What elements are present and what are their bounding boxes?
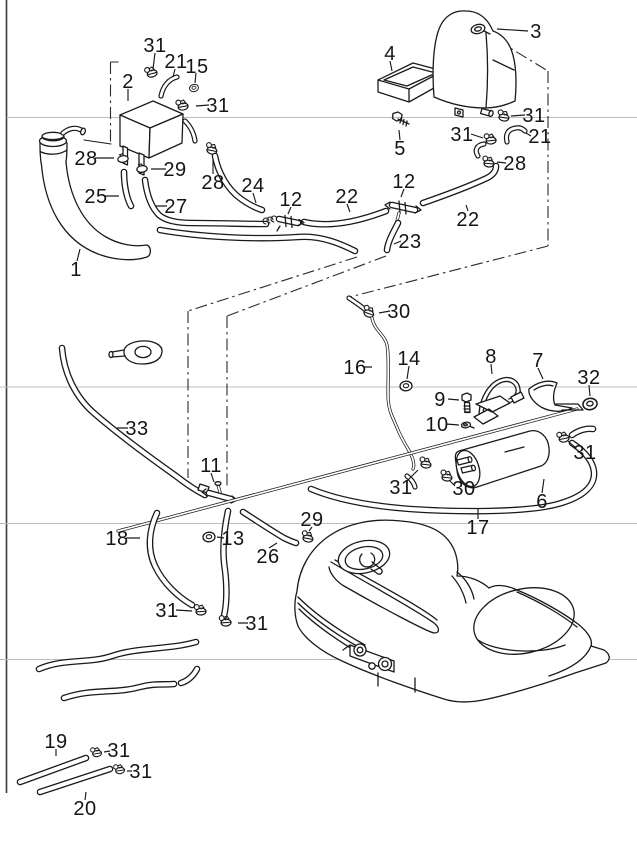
filler-hose-1 <box>40 161 152 261</box>
callout-label-31-47: 31 <box>129 761 152 783</box>
callout-label-25-7: 25 <box>84 186 107 208</box>
callout-label-30-24: 30 <box>387 301 410 323</box>
hose-clamp-28 <box>481 155 496 168</box>
callout-label-28-5: 28 <box>74 148 97 170</box>
callout-label-14-26: 14 <box>397 348 420 370</box>
filler-neck <box>39 142 68 166</box>
vent-flange <box>108 340 163 365</box>
tank-right-dome <box>473 587 575 655</box>
canister-6 <box>454 430 550 489</box>
callout-label-17-34: 17 <box>466 517 489 539</box>
callout-label-8-29: 8 <box>485 346 497 368</box>
hose-clamp-31 <box>218 614 232 628</box>
callout-label-13-39: 13 <box>221 528 244 550</box>
callout-label-22-20: 22 <box>335 186 358 208</box>
callout-label-29-6: 29 <box>163 159 186 181</box>
callout-label-31-44: 31 <box>245 613 268 635</box>
filler-neck-and-hose <box>38 125 152 261</box>
callout-label-3-13: 3 <box>530 21 542 43</box>
washer-10 <box>460 421 475 429</box>
callout-label-7-30: 7 <box>532 350 544 372</box>
bolt-5 <box>391 111 403 122</box>
callout-label-22-21: 22 <box>456 209 479 231</box>
callout-label-31-0: 31 <box>143 35 166 57</box>
callout-label-31-43: 31 <box>155 600 178 622</box>
callout-label-31-16: 31 <box>522 105 545 127</box>
callout-label-15-2: 15 <box>185 56 208 78</box>
hose-clamp-31 <box>193 603 207 617</box>
expansion-tank-assembly <box>156 10 528 255</box>
grommet-15 <box>188 83 200 93</box>
callout-label-31-18: 31 <box>450 124 473 146</box>
pipe-16 <box>370 316 416 471</box>
callout-label-1-12: 1 <box>70 259 82 281</box>
callout-label-2-3: 2 <box>122 71 134 93</box>
tank-cap <box>470 23 486 35</box>
hose-clamp-31 <box>89 745 103 759</box>
grommet-14 <box>398 379 414 393</box>
callout-label-31-36: 31 <box>389 477 412 499</box>
fuel-tank <box>294 519 610 703</box>
vent-box-assembly <box>116 64 270 228</box>
middle-vent-lines <box>58 295 416 504</box>
callout-label-31-32: 31 <box>573 442 596 464</box>
hose-clamp-31 <box>418 456 433 470</box>
callout-label-27-8: 27 <box>164 196 187 218</box>
expansion-tank-3 <box>432 10 517 109</box>
fitting-12-right <box>384 200 422 223</box>
callout-label-31-46: 31 <box>107 740 130 762</box>
callout-label-10-28: 10 <box>425 414 448 436</box>
callout-label-21-1: 21 <box>164 51 187 73</box>
fitting-12-left <box>262 214 305 232</box>
canister-assembly <box>116 376 599 533</box>
callout-label-29-40: 29 <box>300 509 323 531</box>
filler-opening <box>337 539 391 575</box>
callout-label-32-31: 32 <box>577 367 600 389</box>
grommet-13 <box>201 530 217 544</box>
fuel-tank-body <box>294 519 610 703</box>
callout-label-11-37: 11 <box>200 455 222 477</box>
callout-label-24-10: 24 <box>241 175 264 197</box>
tank-outlet-bracket <box>342 643 416 693</box>
callout-label-4-14: 4 <box>384 43 396 65</box>
callout-label-9-27: 9 <box>434 389 446 411</box>
bracket-7 <box>528 380 584 412</box>
tank-tab <box>454 107 464 118</box>
callout-label-26-41: 26 <box>256 546 279 568</box>
hose-clamp-30 <box>439 469 454 483</box>
bolt-9 <box>461 392 472 414</box>
lower-left-lines <box>16 507 315 796</box>
callout-label-16-25: 16 <box>343 357 366 379</box>
callout-label-28-9: 28 <box>201 172 224 194</box>
callout-label-23-22: 23 <box>398 231 421 253</box>
hose-clamp-31 <box>112 762 126 776</box>
page-frame <box>0 0 637 793</box>
callout-label-30-35: 30 <box>452 478 475 500</box>
hose-clamp-29 <box>300 529 315 544</box>
callout-label-19-45: 19 <box>44 731 67 753</box>
callout-label-33-38: 33 <box>125 418 148 440</box>
callout-label-20-48: 20 <box>73 798 96 820</box>
callout-label-5-15: 5 <box>394 138 406 160</box>
clip-29 <box>135 162 149 174</box>
hose-clamp-31 <box>174 98 190 112</box>
leader-lines <box>55 28 591 801</box>
callout-label-12-11: 12 <box>279 189 302 211</box>
callout-label-31-4: 31 <box>206 95 229 117</box>
callout-label-18-42: 18 <box>105 528 128 550</box>
callout-label-21-17: 21 <box>528 126 551 148</box>
hose-clamp-31 <box>496 108 511 123</box>
callout-label-28-19: 28 <box>503 153 526 175</box>
grommet-32 <box>581 396 599 412</box>
hose-clamp-31 <box>143 64 159 80</box>
strap-8 <box>473 376 525 425</box>
callout-label-12-23: 12 <box>392 171 415 193</box>
callout-label-6-33: 6 <box>536 491 548 513</box>
